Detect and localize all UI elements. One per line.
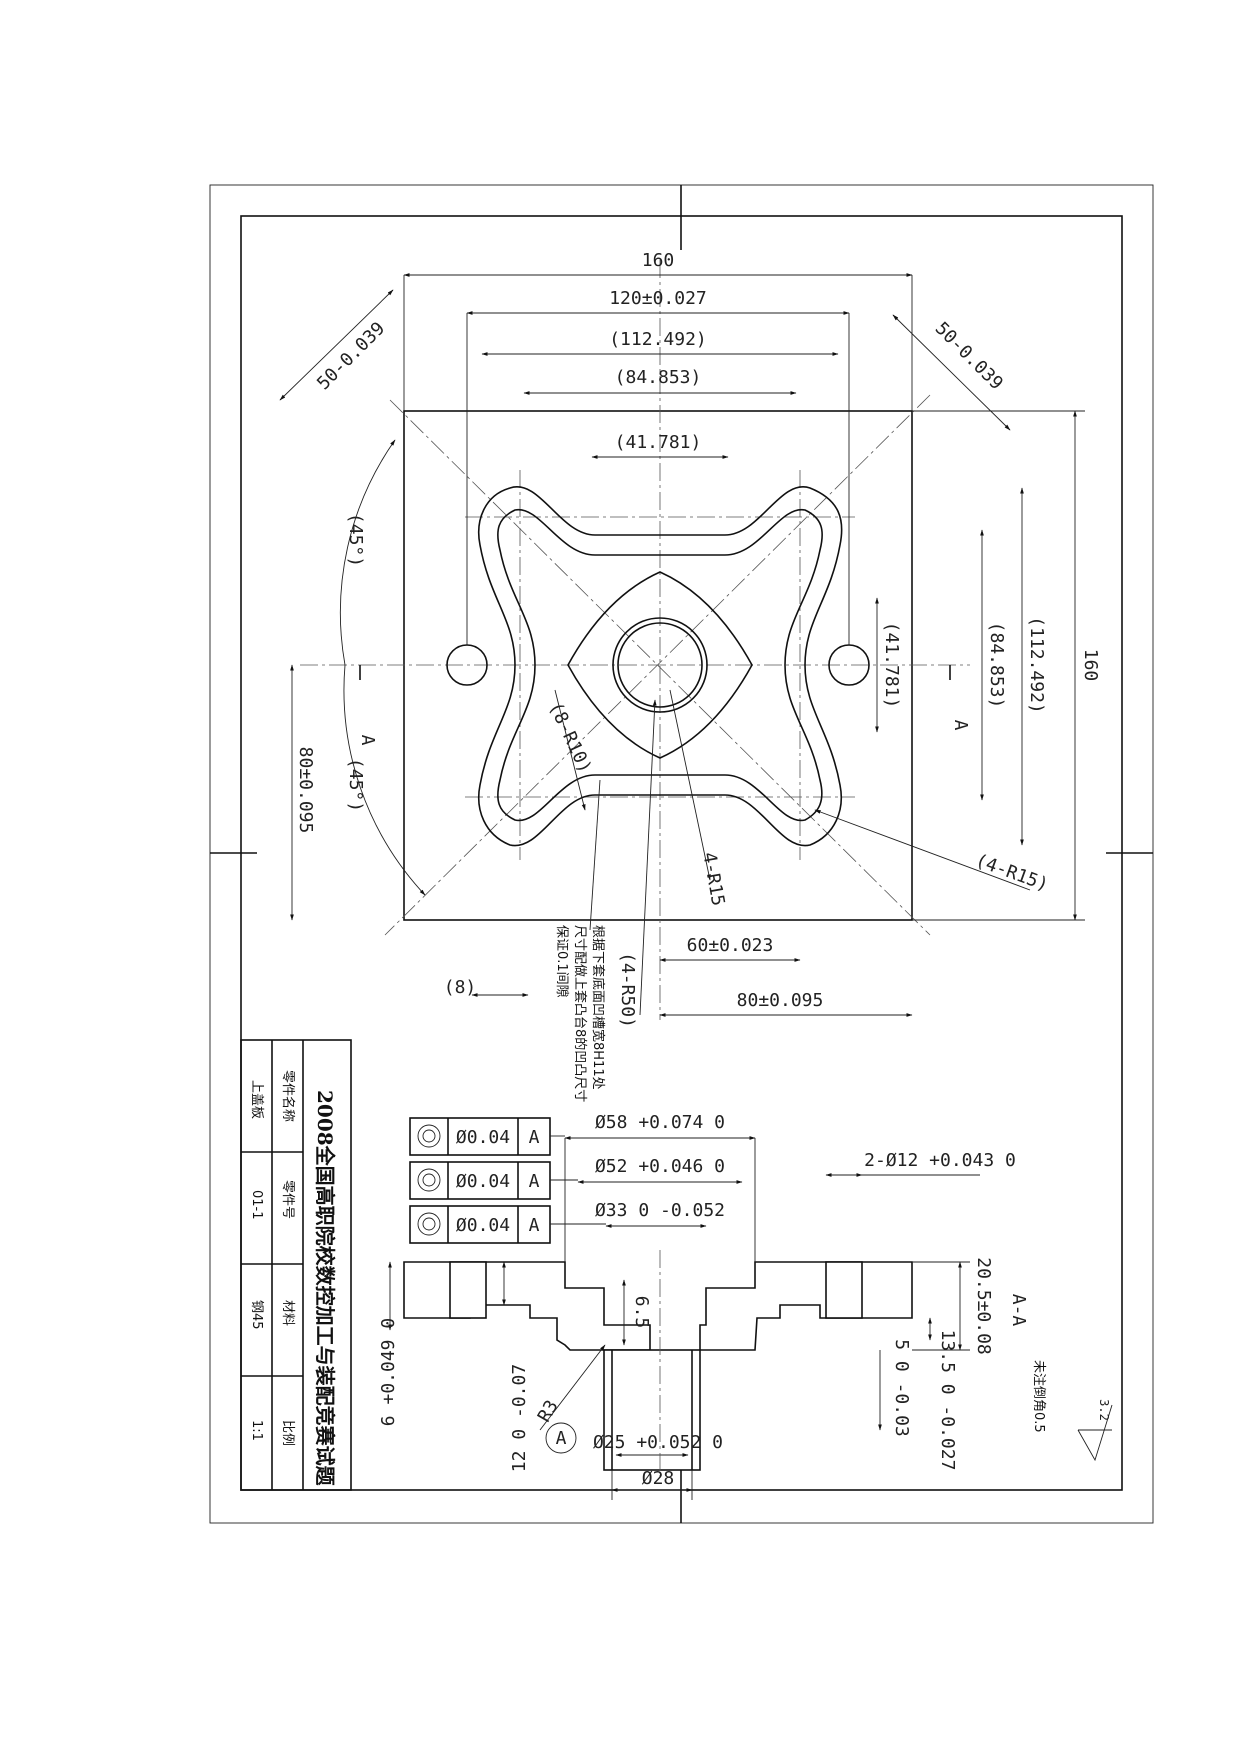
dim-h5: 5 0 -0.03 bbox=[891, 1339, 912, 1437]
dim-41-top: (41.781) bbox=[615, 432, 702, 453]
gdt-frame-1: Ø0.04 A bbox=[409, 1117, 551, 1156]
dim-d25: Ø25 +0.052 0 bbox=[593, 1432, 723, 1453]
title-block: 2008全国高职院校数控加工与装配竞赛试题 零件名称 零件号 材料 比例 上盖板… bbox=[240, 1039, 352, 1491]
value-material: 钢45 bbox=[249, 1300, 264, 1330]
dim-r15-right: (4-R15) bbox=[973, 850, 1051, 896]
title-block-heading: 2008全国高职院校数控加工与装配竞赛试题 bbox=[313, 1090, 337, 1487]
dim-d33: Ø33 0 -0.052 bbox=[595, 1200, 725, 1221]
plan-dimension-lines bbox=[279, 273, 1085, 1017]
dim-d28: Ø28 bbox=[642, 1468, 675, 1489]
label-scale: 比例 bbox=[280, 1420, 295, 1446]
inner-clover-profile bbox=[497, 509, 823, 822]
gdt-frame-3: Ø0.04 A bbox=[409, 1205, 551, 1244]
label-material: 材料 bbox=[280, 1300, 295, 1326]
section-marker-a-left: A bbox=[357, 735, 378, 746]
dim-60: 60±0.023 bbox=[687, 935, 774, 956]
dim-8: (8) bbox=[444, 977, 477, 998]
center-bore-outer bbox=[612, 617, 708, 713]
dim-41-right: (41.781) bbox=[881, 622, 902, 709]
gdt-datum-1: A bbox=[529, 1127, 540, 1148]
dim-r15-mid: 4-R15 bbox=[698, 851, 728, 908]
value-scale: 1:1 bbox=[249, 1420, 264, 1441]
dim-d52: Ø52 +0.046 0 bbox=[595, 1156, 725, 1177]
concentricity-icon bbox=[417, 1168, 441, 1192]
gdt-frame-2: Ø0.04 A bbox=[409, 1161, 551, 1200]
dim-112-right: (112.492) bbox=[1026, 616, 1047, 714]
section-dimension-lines bbox=[388, 1135, 980, 1500]
dim-45-lower: (45°) bbox=[345, 758, 366, 812]
dim-120: 120±0.027 bbox=[609, 288, 707, 309]
gdt-tol-1: Ø0.04 bbox=[456, 1127, 510, 1148]
gdt-datum-3: A bbox=[529, 1215, 540, 1236]
dim-50-right: 50-0.039 bbox=[931, 318, 1007, 394]
gdt-datum-2: A bbox=[529, 1171, 540, 1192]
fit-note: 根据下套底面凹槽宽8H11处 尺寸配做上套凸台8的凹凸尺寸 保证0.1间隙 bbox=[554, 925, 606, 1102]
dim-112-top: (112.492) bbox=[609, 329, 707, 350]
outer-clover-profile bbox=[478, 486, 843, 847]
concentricity-icon bbox=[417, 1212, 441, 1236]
value-part-number: 01-1 bbox=[249, 1190, 264, 1220]
fit-note-line-1: 根据下套底面凹槽宽8H11处 bbox=[590, 925, 606, 1090]
section-holes bbox=[449, 1261, 863, 1471]
section-view: A Ø58 +0.074 0 Ø52 +0.046 0 Ø33 0 -0.052… bbox=[378, 1112, 1113, 1500]
section-label: A-A bbox=[1008, 1294, 1029, 1327]
label-part-number: 零件号 bbox=[280, 1180, 295, 1219]
dim-80-bottom: 80±0.095 bbox=[737, 990, 824, 1011]
dim-h6: 6 +0.049 0 bbox=[378, 1318, 399, 1426]
dim-h6-5: 6.5 bbox=[631, 1296, 652, 1329]
dim-45-upper: (45°) bbox=[345, 513, 366, 567]
dim-160-right: 160 bbox=[1080, 649, 1101, 682]
datum-a-label: A bbox=[556, 1428, 567, 1449]
dim-holes: 2-Ø12 +0.043 0 bbox=[864, 1150, 1016, 1171]
roughness-symbol: 3.2 bbox=[1077, 1399, 1113, 1462]
gdt-frames: Ø0.04 A Ø0.04 A Ø0.04 A bbox=[409, 1117, 551, 1244]
dim-d58: Ø58 +0.074 0 bbox=[595, 1112, 725, 1133]
label-part-name: 零件名称 bbox=[280, 1070, 296, 1122]
dim-h12: 12 0 -0.07 bbox=[509, 1364, 530, 1472]
plate-outline bbox=[403, 410, 913, 921]
dim-84-right: (84.853) bbox=[986, 622, 1007, 709]
fit-note-line-2: 尺寸配做上套凸台8的凹凸尺寸 bbox=[572, 925, 588, 1102]
value-part-name: 上盖板 bbox=[249, 1080, 264, 1119]
dim-r10: (8-R10) bbox=[544, 699, 595, 777]
gdt-tol-3: Ø0.04 bbox=[456, 1215, 510, 1236]
dim-84-top: (84.853) bbox=[615, 367, 702, 388]
dim-160-top: 160 bbox=[642, 250, 675, 271]
datum-a-bubble bbox=[545, 1422, 577, 1454]
center-bore-inner bbox=[617, 622, 703, 708]
dim-80-left: 80±0.095 bbox=[295, 747, 316, 834]
fit-note-line-3: 保证0.1间隙 bbox=[554, 925, 569, 998]
center-lines bbox=[300, 260, 970, 1020]
chamfer-note: 未注倒角0.5 bbox=[1031, 1360, 1046, 1433]
plan-view: 160 120±0.027 (112.492) (84.853) (41.781… bbox=[279, 250, 1101, 1102]
dim-r3: R3 bbox=[534, 1397, 563, 1426]
dim-r50: (4-R50) bbox=[617, 952, 638, 1028]
gdt-tol-2: Ø0.04 bbox=[456, 1171, 510, 1192]
roughness-value: 3.2 bbox=[1097, 1399, 1111, 1421]
section-marker-a-right: A bbox=[950, 720, 971, 731]
section-hatch-left bbox=[403, 1261, 651, 1351]
center-boss-profile bbox=[567, 571, 753, 759]
section-hatch-right bbox=[699, 1261, 913, 1351]
dim-h13: 13.5 0 -0.027 bbox=[937, 1330, 958, 1471]
concentricity-icon bbox=[417, 1124, 441, 1148]
dim-h20: 20.5±0.08 bbox=[973, 1257, 994, 1355]
